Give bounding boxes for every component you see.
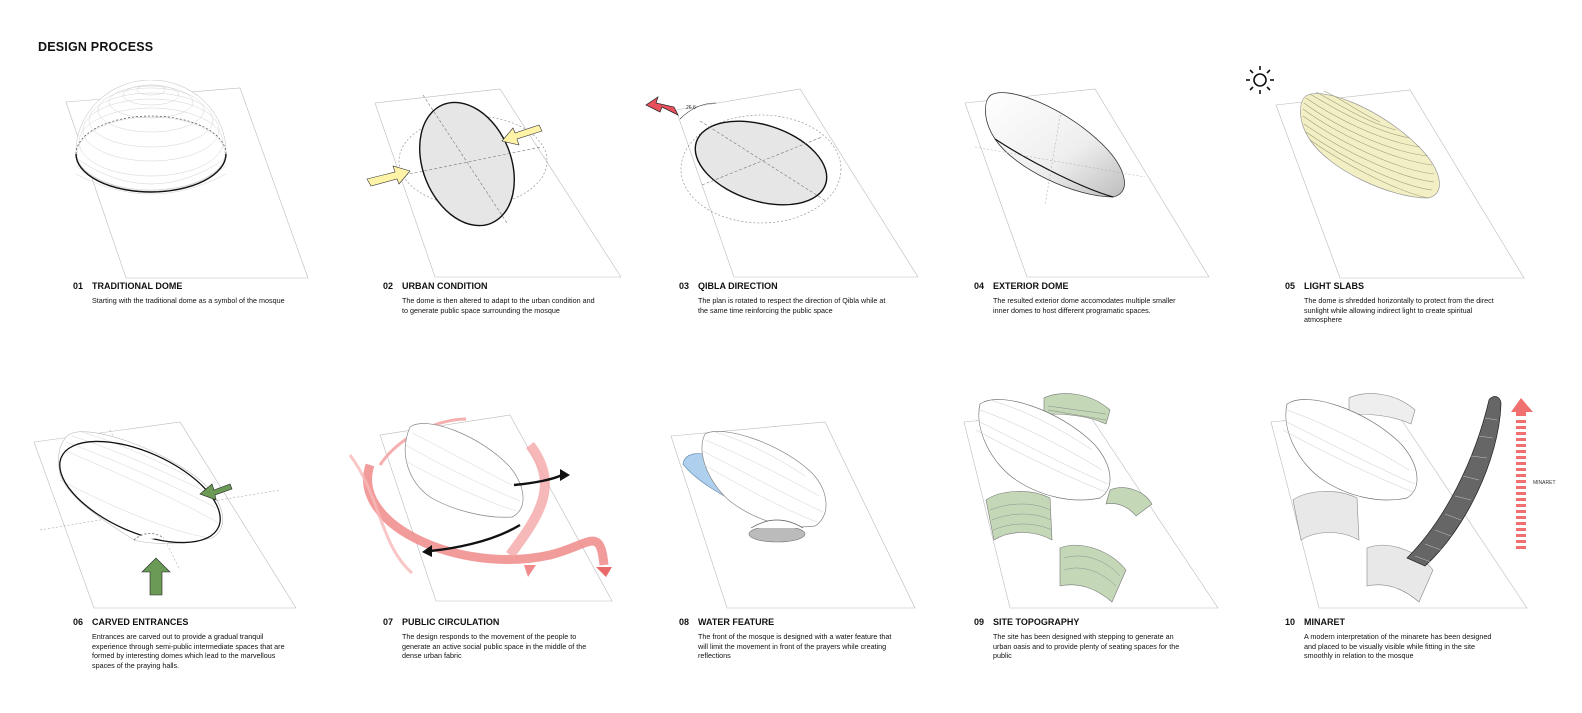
step-text: A modern interpretation of the minarete … [1304,632,1492,661]
step-text: The site has been designed with stepping… [993,632,1180,661]
step-text: The plan is rotated to respect the direc… [698,296,886,315]
diagram-public-circulation [348,414,613,602]
carved-arch [133,533,165,541]
diagram-urban-condition [366,88,622,278]
terrace-green-right [1105,487,1153,517]
step-text: The dome is shredded horizontally to pro… [1304,296,1494,325]
caption-step-10: 10 MINARET A modern interpretation of the… [1285,617,1500,661]
terrace-green-bottom [1059,544,1127,603]
terrace-green-left [985,491,1053,541]
pool-shadow [748,525,806,543]
caption-step-05: 05 LIGHT SLABS The dome is shredded horiz… [1285,281,1500,325]
step-title: CARVED ENTRANCES [92,617,189,627]
step-title: QIBLA DIRECTION [698,281,778,291]
caption-step-09: 09 SITE TOPOGRAPHY The site has been desi… [974,617,1189,661]
circulation-arrow-black-right [513,473,563,487]
step-number: 01 [73,281,84,291]
arrow-right-yellow [501,124,543,146]
step-number: 03 [679,281,690,291]
minaret-tower [1406,396,1502,567]
caption-step-06: 06 CARVED ENTRANCES Entrances are carved … [73,617,288,670]
step-title: MINARET [1304,617,1345,627]
step-text: The resulted exterior dome accomodates m… [993,296,1176,315]
dome-shape [701,431,827,528]
terrace-green-top [1043,393,1111,425]
step-title: WATER FEATURE [698,617,775,627]
diagram-exterior-dome [964,88,1210,278]
slab-dome [1300,93,1440,199]
page-title: DESIGN PROCESS [38,40,154,54]
caption-step-08: 08 WATER FEATURE The front of the mosque … [679,617,894,661]
step-title: TRADITIONAL DOME [92,281,183,291]
step-text: The dome is then altered to adapt to the… [402,296,595,315]
angle-arc [679,102,717,120]
diagram-light-slabs [1246,66,1525,279]
minaret-label: MINARET [1533,480,1556,486]
diagram-traditional-dome [65,80,309,279]
angle-label: 26.6 [686,105,696,111]
step-title: LIGHT SLABS [1304,281,1364,291]
arrow-up-red [1511,398,1533,416]
caption-step-01: 01 TRADITIONAL DOME Starting with the tra… [73,281,288,306]
step-number: 05 [1285,281,1296,291]
step-title: EXTERIOR DOME [993,281,1069,291]
qibla-arrow-red [645,96,679,116]
arrow-up-green [141,557,171,596]
rotated-plan [694,120,828,206]
step-number: 02 [383,281,394,291]
sun-icon [1246,66,1274,94]
caption-step-07: 07 PUBLIC CIRCULATION The design responds… [383,617,598,661]
step-number: 10 [1285,617,1296,627]
step-title: PUBLIC CIRCULATION [402,617,500,627]
dome-shape [75,80,227,195]
step-text: Entrances are carved out to provide a gr… [92,632,285,670]
diagram-carved-entrances [33,421,297,609]
site-plane [1275,89,1525,279]
site-plane [33,421,297,609]
site-plane [374,88,622,278]
diagram-minaret: MINARET [1270,393,1556,609]
caption-step-02: 02 URBAN CONDITION The dome is then alter… [383,281,598,315]
step-number: 07 [383,617,394,627]
step-number: 08 [679,617,690,627]
step-number: 09 [974,617,985,627]
step-text: Starting with the traditional dome as a … [92,296,285,305]
site-plane [670,421,916,609]
diagram-water-feature [670,421,916,609]
site-plane [675,88,919,278]
caption-step-03: 03 QIBLA DIRECTION The plan is rotated to… [679,281,894,315]
dome-shape [978,399,1111,501]
step-title: URBAN CONDITION [402,281,488,291]
diagram-qibla-direction: 26.6 [645,88,919,278]
minaret-height-dashes [1516,420,1526,549]
circulation-arrow-black-left [429,523,521,553]
diagram-site-topography [963,393,1219,609]
caption-step-04: 04 EXTERIOR DOME The resulted exterior do… [974,281,1189,315]
circulation-thin-left [348,454,413,575]
site-plane [964,88,1210,278]
step-number: 06 [73,617,84,627]
dome-shape [404,423,524,518]
arrow-left-green [199,483,233,501]
dome-shape [1285,399,1418,501]
step-text: The design responds to the movement of t… [402,632,587,661]
dome-plan [418,101,516,227]
arrow-left-yellow [366,165,411,187]
step-title: SITE TOPOGRAPHY [993,617,1080,627]
site-plane [379,414,613,602]
exterior-dome-shape [985,92,1125,198]
circulation-band-right [505,442,550,558]
step-text: The front of the mosque is designed with… [698,632,892,661]
circle-outline [680,114,842,224]
step-number: 04 [974,281,985,291]
